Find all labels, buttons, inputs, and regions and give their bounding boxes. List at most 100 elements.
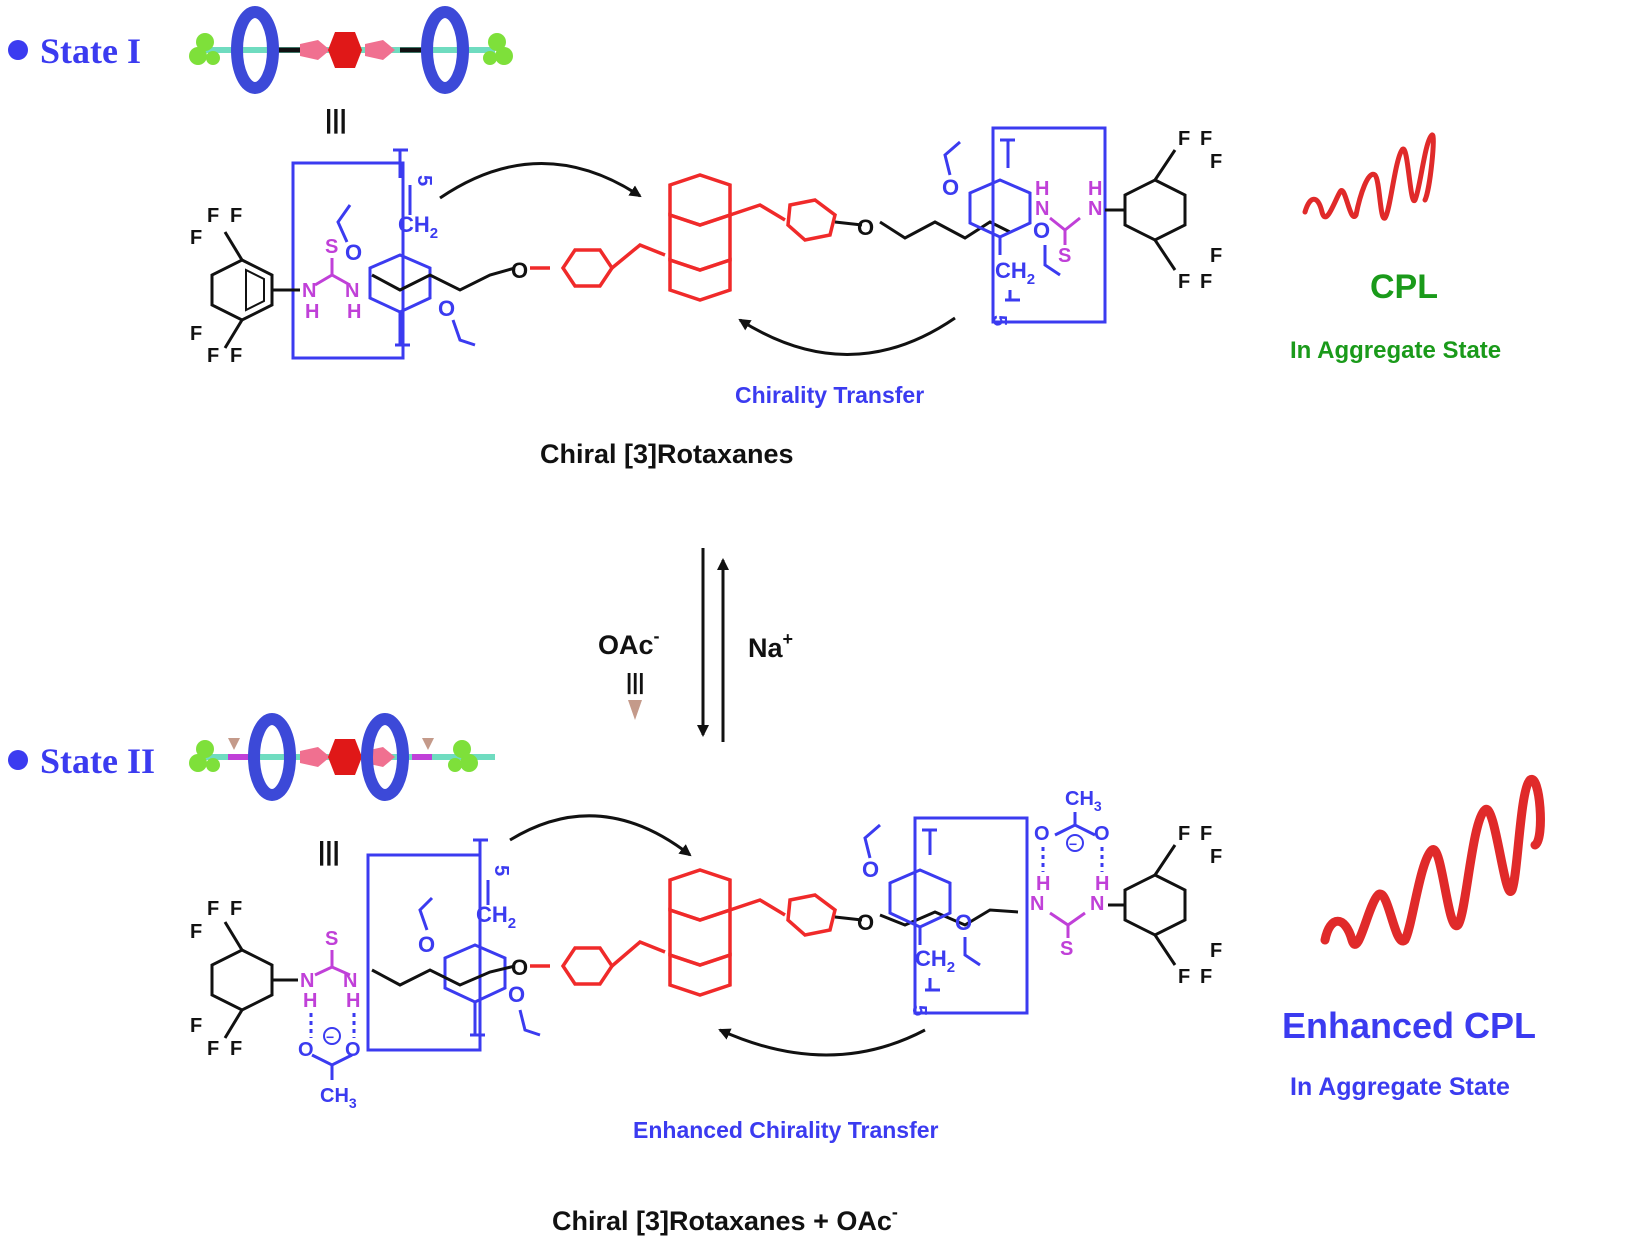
enhanced-cpl-title: Enhanced CPL — [1282, 1005, 1536, 1046]
transfer-arrow — [718, 1028, 926, 1057]
equilibrium-arrows — [697, 548, 729, 742]
thiourea-left-1: N H S N H — [302, 236, 361, 323]
axle-link — [834, 915, 863, 922]
bullet-icon — [8, 40, 28, 60]
macrocycle-ring-icon — [248, 713, 296, 801]
repeat-count: 5 — [413, 175, 435, 186]
state-2-header: State II — [8, 741, 155, 781]
macrocycle-ring-icon — [231, 6, 279, 94]
svg-text:O: O — [1094, 823, 1110, 845]
ch2-group: CH2 — [476, 902, 516, 932]
svg-text:F: F — [1210, 940, 1222, 962]
ch3-group: CH3 — [320, 1085, 357, 1111]
svg-text:F: F — [1178, 823, 1190, 845]
svg-text:N: N — [343, 970, 357, 992]
ch2-group: CH2 — [995, 258, 1035, 288]
state-1-caption: Chiral [3]Rotaxanes — [540, 439, 794, 469]
svg-text:F: F — [207, 898, 219, 920]
svg-text:O: O — [1033, 218, 1050, 243]
repeat-count: 5 — [908, 1005, 930, 1016]
state-1-label: State I — [40, 31, 141, 71]
fluorine-atom: F — [190, 323, 202, 345]
svg-text:H: H — [1088, 178, 1102, 200]
thiourea-acetate-right-2: CH3 O O − H N H N S — [1030, 788, 1110, 960]
svg-text:H: H — [303, 990, 317, 1012]
svg-text:F: F — [1210, 151, 1222, 173]
thiourea-right-1: H N S H N — [1035, 178, 1102, 267]
svg-text:F: F — [1178, 128, 1190, 150]
svg-text:N: N — [302, 280, 316, 302]
svg-text:F: F — [230, 1038, 242, 1060]
transfer-arrow — [738, 316, 956, 356]
svg-text:N: N — [1035, 198, 1049, 220]
repeat-count: 5 — [988, 315, 1010, 326]
svg-text:F: F — [1178, 966, 1190, 988]
acetate-triangle-icon — [628, 700, 642, 720]
state-1-header: State I — [8, 31, 141, 71]
svg-text:−: − — [326, 1029, 334, 1045]
pillararene-right-2: O O CH2 5 — [862, 816, 1029, 1016]
alkyl-chain — [879, 908, 1019, 927]
fluorine-atom: F — [207, 205, 219, 227]
svg-text:N: N — [1090, 893, 1104, 915]
helix-icon — [1302, 132, 1436, 221]
svg-text:S: S — [325, 236, 338, 258]
svg-text:F: F — [1210, 245, 1222, 267]
svg-text:H: H — [347, 301, 361, 323]
aryl-stopper-right-1: F F F F F F — [1105, 128, 1222, 293]
chirality-transfer-label: Chirality Transfer — [735, 382, 924, 408]
state-2-caption: Chiral [3]Rotaxanes + OAc- — [552, 1202, 898, 1236]
svg-text:O: O — [955, 910, 972, 935]
rotaxane-model-2 — [189, 713, 495, 801]
svg-text:S: S — [1060, 938, 1073, 960]
fluorine-atom: F — [230, 205, 242, 227]
repeat-count: 5 — [490, 865, 512, 876]
enhanced-transfer-label: Enhanced Chirality Transfer — [633, 1117, 939, 1143]
svg-text:O: O — [942, 175, 959, 200]
svg-text:N: N — [300, 970, 314, 992]
pillararene-right-1: O O CH2 5 — [942, 126, 1107, 326]
svg-text:F: F — [207, 1038, 219, 1060]
svg-text:S: S — [1058, 245, 1071, 267]
svg-text:O: O — [511, 955, 528, 980]
svg-text:F: F — [1200, 823, 1212, 845]
svg-text:N: N — [345, 280, 359, 302]
axle-link — [834, 220, 863, 227]
alkyl-chain — [371, 964, 516, 987]
equivalence-mark: ||| — [626, 669, 644, 694]
ch2-group: CH2 — [398, 212, 438, 242]
pillararene-left-1: 5 CH2 O O — [291, 148, 476, 360]
oxygen-atom: O — [511, 258, 528, 283]
transfer-arrow — [509, 814, 692, 857]
svg-text:H: H — [1035, 178, 1049, 200]
forward-reagent: OAc- — [598, 626, 660, 660]
pillararene-left-2: 5 CH2 O O — [366, 838, 541, 1052]
macrocycle-ring-icon — [421, 6, 469, 94]
ch2-group: CH2 — [915, 946, 955, 976]
svg-text:−: − — [1069, 836, 1077, 852]
fluorine-atom: F — [190, 227, 202, 249]
anthracene-axle-2 — [530, 868, 837, 997]
thiourea-acetate-left-2: N H S N H O O − CH3 — [298, 928, 361, 1111]
reverse-reagent: Na+ — [748, 629, 793, 663]
equivalence-mark: ||| — [325, 104, 347, 134]
cpl-subtitle: In Aggregate State — [1290, 337, 1501, 364]
svg-text:F: F — [1210, 846, 1222, 868]
svg-text:N: N — [1088, 198, 1102, 220]
alkyl-chain — [879, 220, 1011, 240]
svg-text:O: O — [298, 1039, 314, 1061]
aryl-stopper-left-1: F F F F F F — [190, 205, 300, 367]
svg-text:O: O — [857, 910, 874, 935]
svg-text:F: F — [230, 898, 242, 920]
svg-text:H: H — [1036, 873, 1050, 895]
svg-text:H: H — [305, 301, 319, 323]
fluorine-atom: F — [207, 345, 219, 367]
svg-text:O: O — [1034, 823, 1050, 845]
aryl-stopper-right-2: F F F F F F — [1108, 823, 1222, 988]
svg-text:F: F — [1200, 966, 1212, 988]
svg-text:F: F — [1200, 271, 1212, 293]
anthracene-axle-1 — [530, 173, 837, 302]
svg-text:F: F — [190, 921, 202, 943]
macrocycle-ring-icon — [361, 713, 409, 801]
aryl-stopper-left-2: F F F F F F — [190, 898, 298, 1060]
